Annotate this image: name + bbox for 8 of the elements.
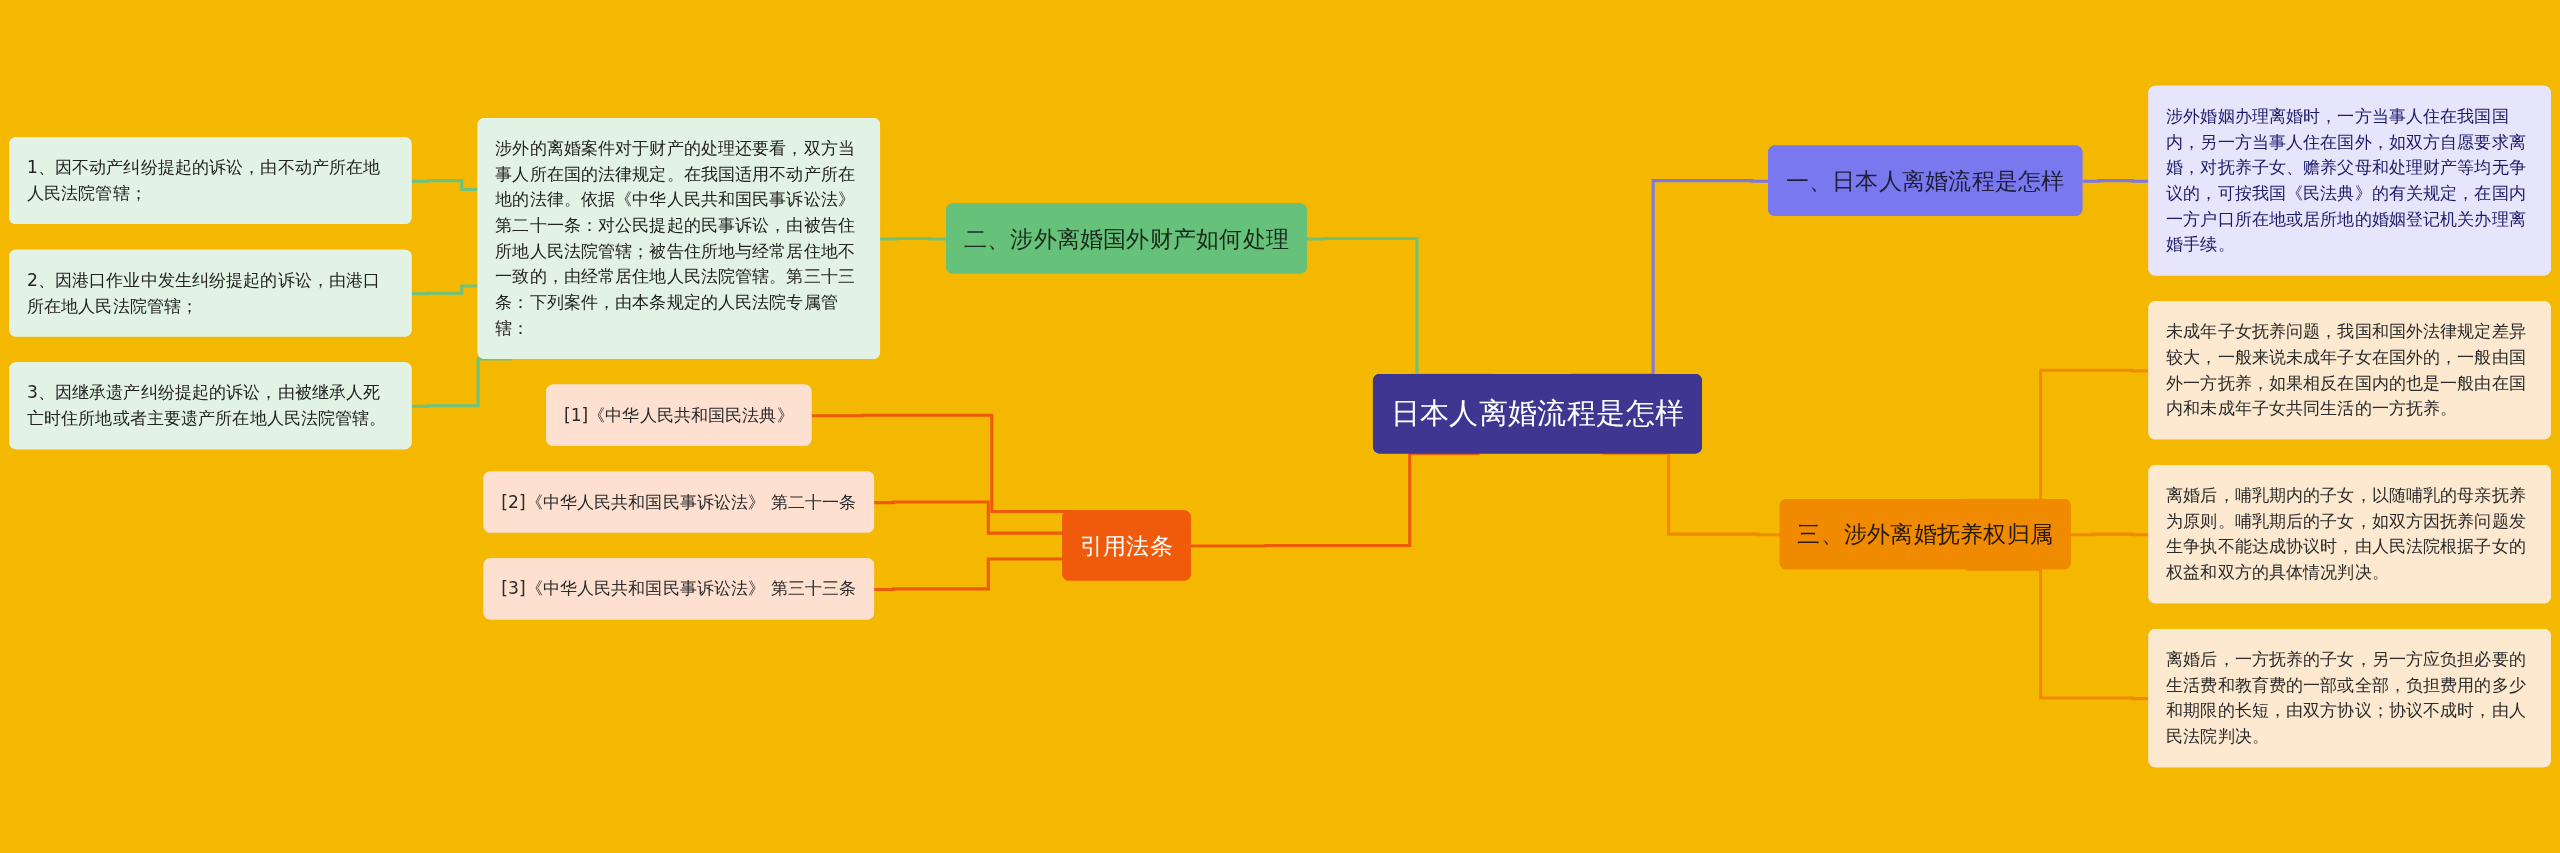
connector — [2070, 532, 2150, 537]
connector — [2082, 179, 2150, 183]
connector — [411, 284, 479, 296]
connector — [1190, 451, 1480, 548]
connector — [411, 357, 512, 408]
connector — [411, 179, 479, 192]
connector — [1965, 567, 2150, 701]
connector — [1602, 451, 1781, 537]
